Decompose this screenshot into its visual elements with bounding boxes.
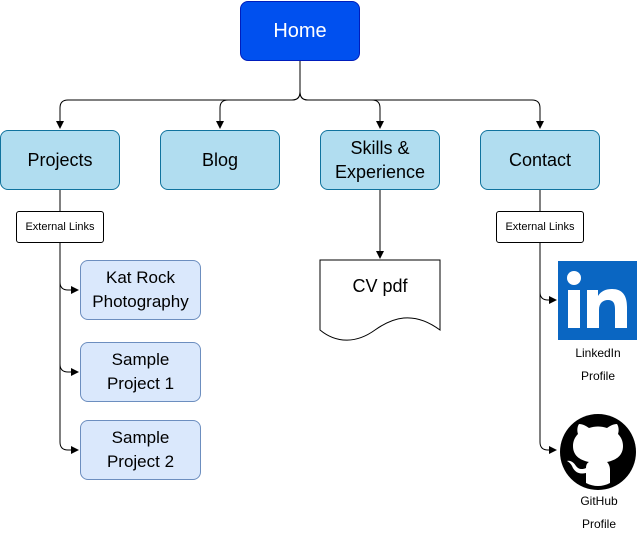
linkedin-caption: LinkedIn Profile: [558, 342, 638, 388]
github-caption: GitHub Profile: [559, 490, 639, 536]
cv-pdf-label: CV pdf: [352, 276, 408, 296]
edge-projects-item1: [59, 281, 79, 294]
github-caption-line2: Profile: [581, 517, 616, 531]
contact-label: Contact: [508, 150, 572, 170]
projects-label: Projects: [27, 150, 93, 170]
edge-projects-trunk: [59, 190, 79, 454]
linkedin-caption-line2: Profile: [580, 369, 615, 383]
home-label: Home: [273, 19, 327, 42]
project-item-kat-rock: Kat Rock Photography: [80, 260, 201, 320]
projects-external-links-label: External Links: [16, 211, 104, 243]
edge-home-blog: [216, 91, 301, 129]
project-item-label: Kat Rock Photography: [92, 268, 189, 311]
cv-document-shape: [319, 259, 441, 341]
edge-home-skills: [299, 91, 384, 129]
edge-home-projects: [56, 61, 301, 129]
linkedin-icon: [558, 261, 637, 340]
edge-projects-item2: [59, 363, 79, 376]
github-icon: [559, 413, 637, 491]
projects-node: Projects: [0, 130, 120, 190]
project-item-label: Sample Project 1: [106, 350, 175, 393]
github-caption-line1: GitHub: [580, 494, 618, 508]
edge-contact-linkedin: [539, 291, 557, 304]
blog-label: Blog: [201, 150, 239, 170]
external-links-text: External Links: [25, 221, 95, 233]
linkedin-caption-line1: LinkedIn: [575, 346, 621, 360]
skills-label: Skills & Experience: [334, 138, 426, 182]
skills-node: Skills & Experience: [320, 130, 440, 190]
home-node: Home: [240, 1, 360, 61]
edge-contact-trunk: [539, 190, 557, 454]
project-item-sample-2: Sample Project 2: [80, 420, 201, 480]
project-item-label: Sample Project 2: [106, 428, 175, 471]
contact-node: Contact: [480, 130, 600, 190]
external-links-text: External Links: [505, 221, 575, 233]
blog-node: Blog: [160, 130, 280, 190]
project-item-sample-1: Sample Project 1: [80, 342, 201, 402]
contact-external-links-label: External Links: [496, 211, 584, 243]
edge-home-contact: [299, 91, 544, 129]
